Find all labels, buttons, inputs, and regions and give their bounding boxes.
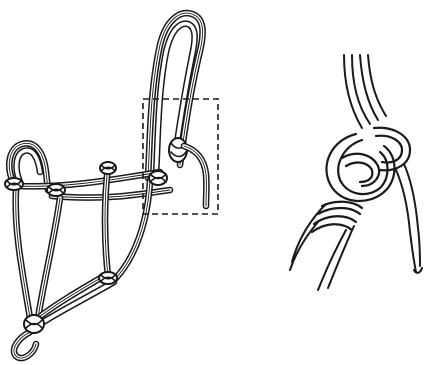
rope-halter [5,13,206,358]
chin-strands [16,190,114,324]
knot-tie [169,138,187,162]
tie-tail [184,146,206,206]
detail-wrap-turns [312,202,362,232]
detail-knot-body [326,128,410,201]
knot-cheek-lower [99,272,117,284]
knot-nose-left [5,178,23,190]
detail-lower-right-strands [396,164,422,273]
knot-detail [290,55,422,290]
knot-cheek-upper [100,162,116,174]
knot-chin [24,315,44,333]
knot-throat [149,171,167,185]
knot-nose-right [47,184,65,196]
detail-upper-strands [344,55,386,128]
lead-loop [14,332,36,358]
